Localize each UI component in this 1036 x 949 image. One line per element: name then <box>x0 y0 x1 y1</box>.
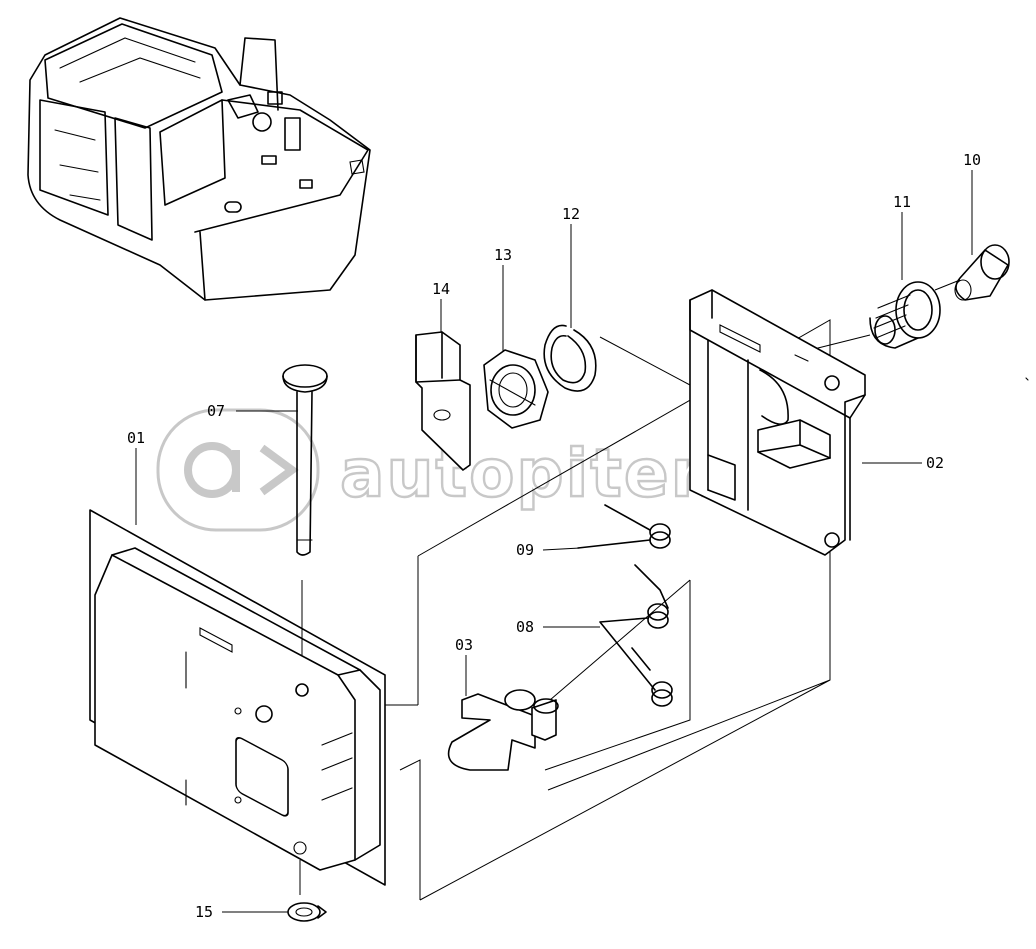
callout-15: 15 <box>195 903 288 921</box>
callout-02: 02 <box>862 454 944 472</box>
svg-text:02: 02 <box>926 454 944 472</box>
part-01-cover <box>89 509 386 886</box>
callout-11: 11 <box>893 193 911 280</box>
svg-text:12: 12 <box>562 205 580 223</box>
callout-10: 10 <box>963 151 981 255</box>
part-11-bushing <box>869 281 941 349</box>
svg-text:07: 07 <box>207 402 225 420</box>
callout-08: 08 <box>516 618 600 636</box>
svg-text:14: 14 <box>432 280 450 298</box>
svg-text:01: 01 <box>127 429 145 447</box>
part-09-spring <box>577 504 671 549</box>
svg-text:08: 08 <box>516 618 534 636</box>
svg-text:03: 03 <box>455 636 473 654</box>
part-02-bracket <box>689 289 866 556</box>
part-08-spring <box>599 564 673 707</box>
watermark-logo-icon <box>156 408 320 532</box>
stray-mark <box>1025 377 1029 381</box>
callout-09: 09 <box>516 541 581 559</box>
callout-13: 13 <box>494 246 512 352</box>
callout-07: 07 <box>207 402 298 420</box>
callout-01: 01 <box>127 429 145 525</box>
callout-labels: 01 02 03 07 08 09 10 11 <box>127 151 981 921</box>
part-12-snap-ring <box>543 324 597 392</box>
callout-12: 12 <box>562 205 580 328</box>
svg-text:09: 09 <box>516 541 534 559</box>
excavator-cab-inset <box>27 17 371 301</box>
svg-text:10: 10 <box>963 151 981 169</box>
callout-14: 14 <box>432 280 450 332</box>
svg-text:11: 11 <box>893 193 911 211</box>
part-15-retaining-ring <box>287 902 327 922</box>
part-07-pin <box>282 364 328 556</box>
part-10-pin <box>954 244 1010 301</box>
callout-03: 03 <box>455 636 473 696</box>
part-03-latch <box>447 689 559 771</box>
svg-text:13: 13 <box>494 246 512 264</box>
part-14-plate <box>415 331 471 471</box>
assembly-guide-lines <box>299 279 961 901</box>
part-13-nut <box>483 349 549 429</box>
svg-text:15: 15 <box>195 903 213 921</box>
